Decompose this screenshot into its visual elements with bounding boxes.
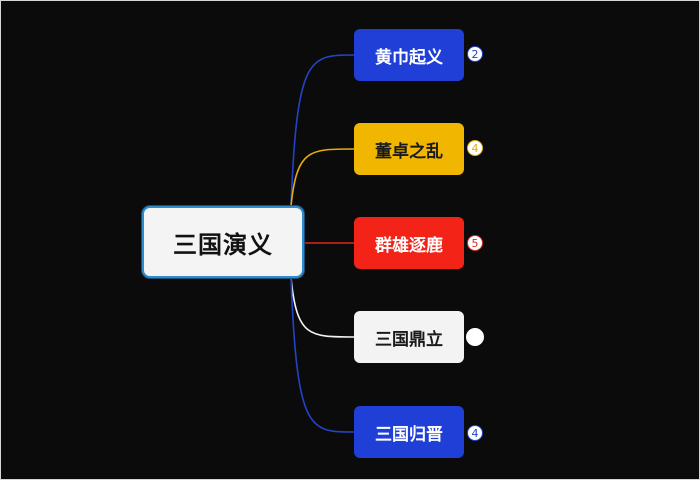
- connector-line: [290, 277, 355, 338]
- topic-label: 董卓之乱: [375, 141, 443, 162]
- topic-dong-zhuo-chaos[interactable]: 董卓之乱: [354, 123, 464, 175]
- connector-line: [290, 277, 355, 433]
- root-topic[interactable]: 三国演义: [142, 206, 304, 278]
- root-topic-label: 三国演义: [173, 230, 273, 259]
- topic-return-to-jin[interactable]: 三国归晋: [354, 406, 464, 458]
- topic-warlords-contend[interactable]: 群雄逐鹿: [354, 217, 464, 269]
- subtopic-count-badge[interactable]: 5: [467, 235, 483, 251]
- subtopic-count-badge[interactable]: 4: [467, 140, 483, 156]
- collapse-toggle[interactable]: [466, 328, 484, 346]
- topic-label: 群雄逐鹿: [375, 235, 443, 256]
- topic-yellow-turban-rebellion[interactable]: 黄巾起义: [354, 29, 464, 81]
- topic-three-kingdoms[interactable]: 三国鼎立: [354, 311, 464, 363]
- topic-label: 三国鼎立: [375, 329, 443, 350]
- subtopic-count-badge[interactable]: 2: [467, 46, 483, 62]
- topic-label: 黄巾起义: [375, 47, 443, 68]
- subtopic-count-badge[interactable]: 4: [467, 425, 483, 441]
- connector-line: [290, 54, 355, 207]
- topic-label: 三国归晋: [375, 424, 443, 445]
- connector-line: [290, 148, 355, 207]
